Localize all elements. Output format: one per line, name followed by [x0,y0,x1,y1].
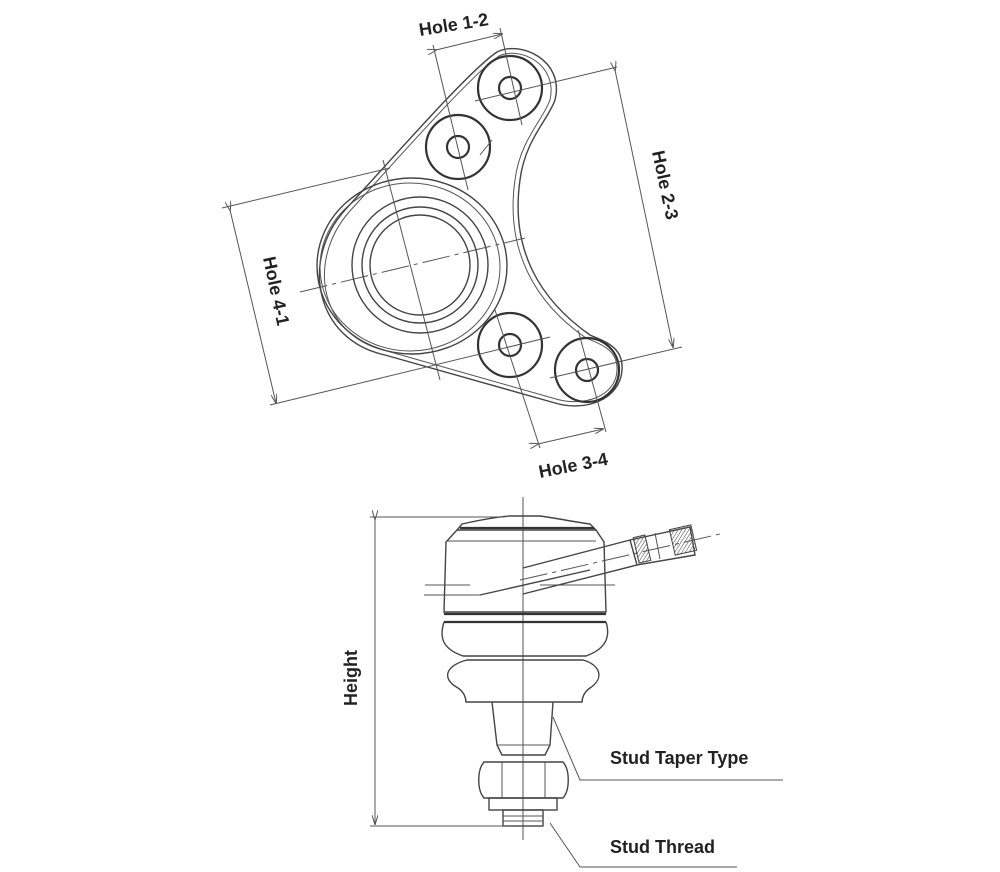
hole-1 [476,54,544,122]
label-hole-2-3: Hole 2-3 [648,149,682,222]
stud-taper [491,701,554,756]
flange-outline [318,47,623,407]
ball-housing [316,177,508,355]
label-stud-taper-type: Stud Taper Type [610,748,748,768]
leader-stud-taper [552,716,783,781]
leader-stud-thread [549,822,737,868]
label-hole-3-4: Hole 3-4 [537,449,610,482]
dimension-hole-4-1 [230,210,276,403]
dimension-hole-2-3 [615,70,673,347]
label-stud-thread: Stud Thread [610,837,715,857]
dimension-hole-1-2 [436,34,502,50]
label-height: Height [341,650,361,706]
hole-4 [553,336,621,404]
hole-3 [476,311,544,379]
side-view: Height Stud Taper Type Stud Thread [341,497,783,868]
stud-thread [502,809,544,827]
label-hole-4-1: Hole 4-1 [259,255,293,328]
housing-lower [441,621,609,657]
grease-fitting [479,524,721,596]
hole-2 [424,113,492,181]
housing-body [443,529,607,613]
dimension-hole-3-4 [538,429,603,444]
top-view: Hole 1-2 Hole 2-3 Hole 4-1 Hole 3-4 [221,9,682,482]
dust-boot [446,659,600,703]
castle-nut [478,761,569,799]
dome-cap [456,515,597,531]
label-hole-1-2: Hole 1-2 [417,9,489,40]
